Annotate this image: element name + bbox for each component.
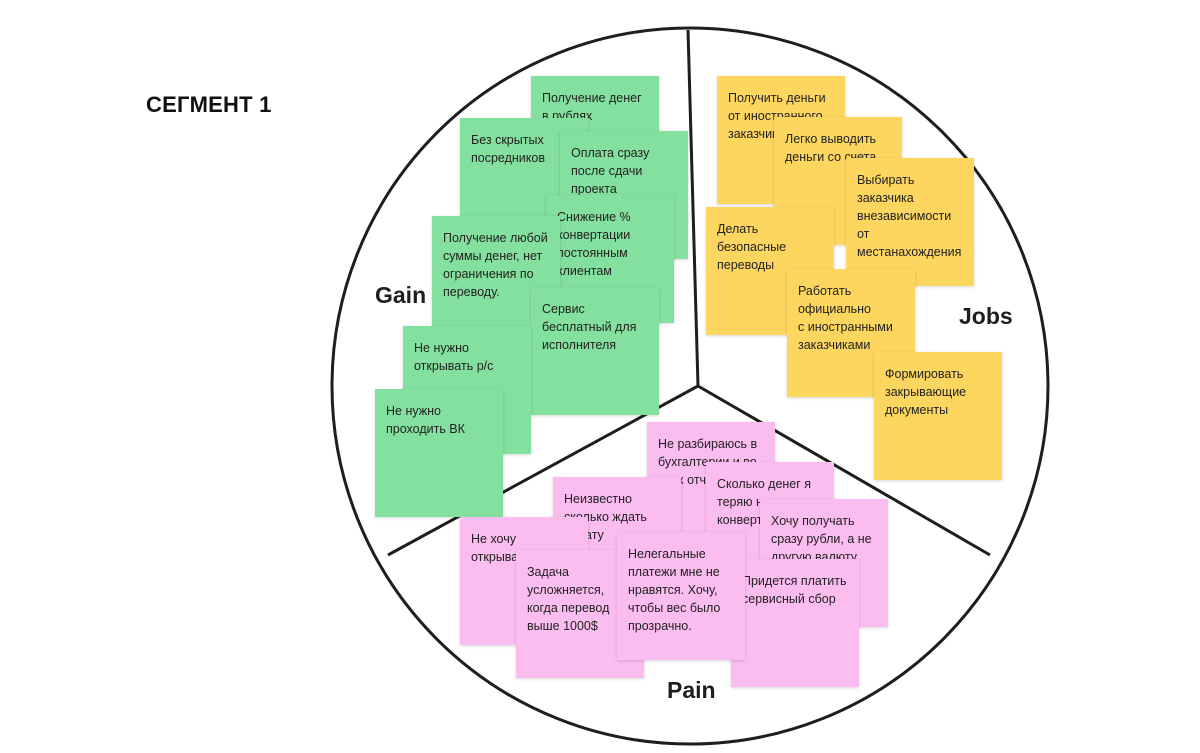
section-label-gain: Gain bbox=[375, 282, 427, 308]
note-text: Оплата сразу после сдачи проекта bbox=[571, 146, 650, 196]
divider-right bbox=[697, 384, 991, 557]
note-text: Выбирать заказчика внезависимости от мес… bbox=[857, 173, 962, 259]
sticky-note-pain[interactable]: Придется платить сервисный сбор bbox=[731, 559, 859, 687]
note-text: Снижение % конвертации постоянным клиент… bbox=[557, 210, 631, 278]
page-title: СЕГМЕНТ 1 bbox=[146, 92, 272, 117]
note-text: Не нужно проходить ВК bbox=[386, 404, 465, 436]
section-label-pain: Pain bbox=[667, 677, 716, 703]
note-text: Получение любой суммы денег, нет огранич… bbox=[443, 231, 548, 299]
note-text: Сервис бесплатный для исполнителя bbox=[542, 302, 637, 352]
section-label-jobs: Jobs bbox=[959, 303, 1013, 329]
note-text: Получить деньги от иностранного заказчик… bbox=[728, 91, 826, 141]
note-text: Не нужно открывать р/с bbox=[414, 341, 494, 373]
sticky-note-pain[interactable]: Нелегальные платежи мне не нравятся. Хоч… bbox=[617, 532, 745, 660]
note-text: Без скрытых посредников bbox=[471, 133, 545, 165]
note-text: Задача усложняется, когда перевод выше 1… bbox=[527, 565, 610, 633]
note-text: Хочу получать сразу рубли, а не другую в… bbox=[771, 514, 872, 564]
note-text: Делать безопасные переводы bbox=[717, 222, 787, 272]
sticky-note-jobs[interactable]: Выбирать заказчика внезависимости от мес… bbox=[846, 158, 974, 286]
sticky-note-gain[interactable]: Сервис бесплатный для исполнителя bbox=[531, 287, 659, 415]
note-text: Работать официально с иностранными заказ… bbox=[798, 284, 893, 352]
sticky-note-gain[interactable]: Не нужно проходить ВК bbox=[375, 389, 503, 517]
sticky-note-jobs[interactable]: Формировать закрывающие документы bbox=[874, 352, 1002, 480]
note-text: Формировать закрывающие документы bbox=[885, 367, 967, 417]
note-text: Придется платить сервисный сбор bbox=[742, 574, 847, 606]
divider-top bbox=[686, 29, 700, 387]
outer-circle bbox=[330, 26, 1050, 746]
note-text: Нелегальные платежи мне не нравятся. Хоч… bbox=[628, 547, 721, 633]
